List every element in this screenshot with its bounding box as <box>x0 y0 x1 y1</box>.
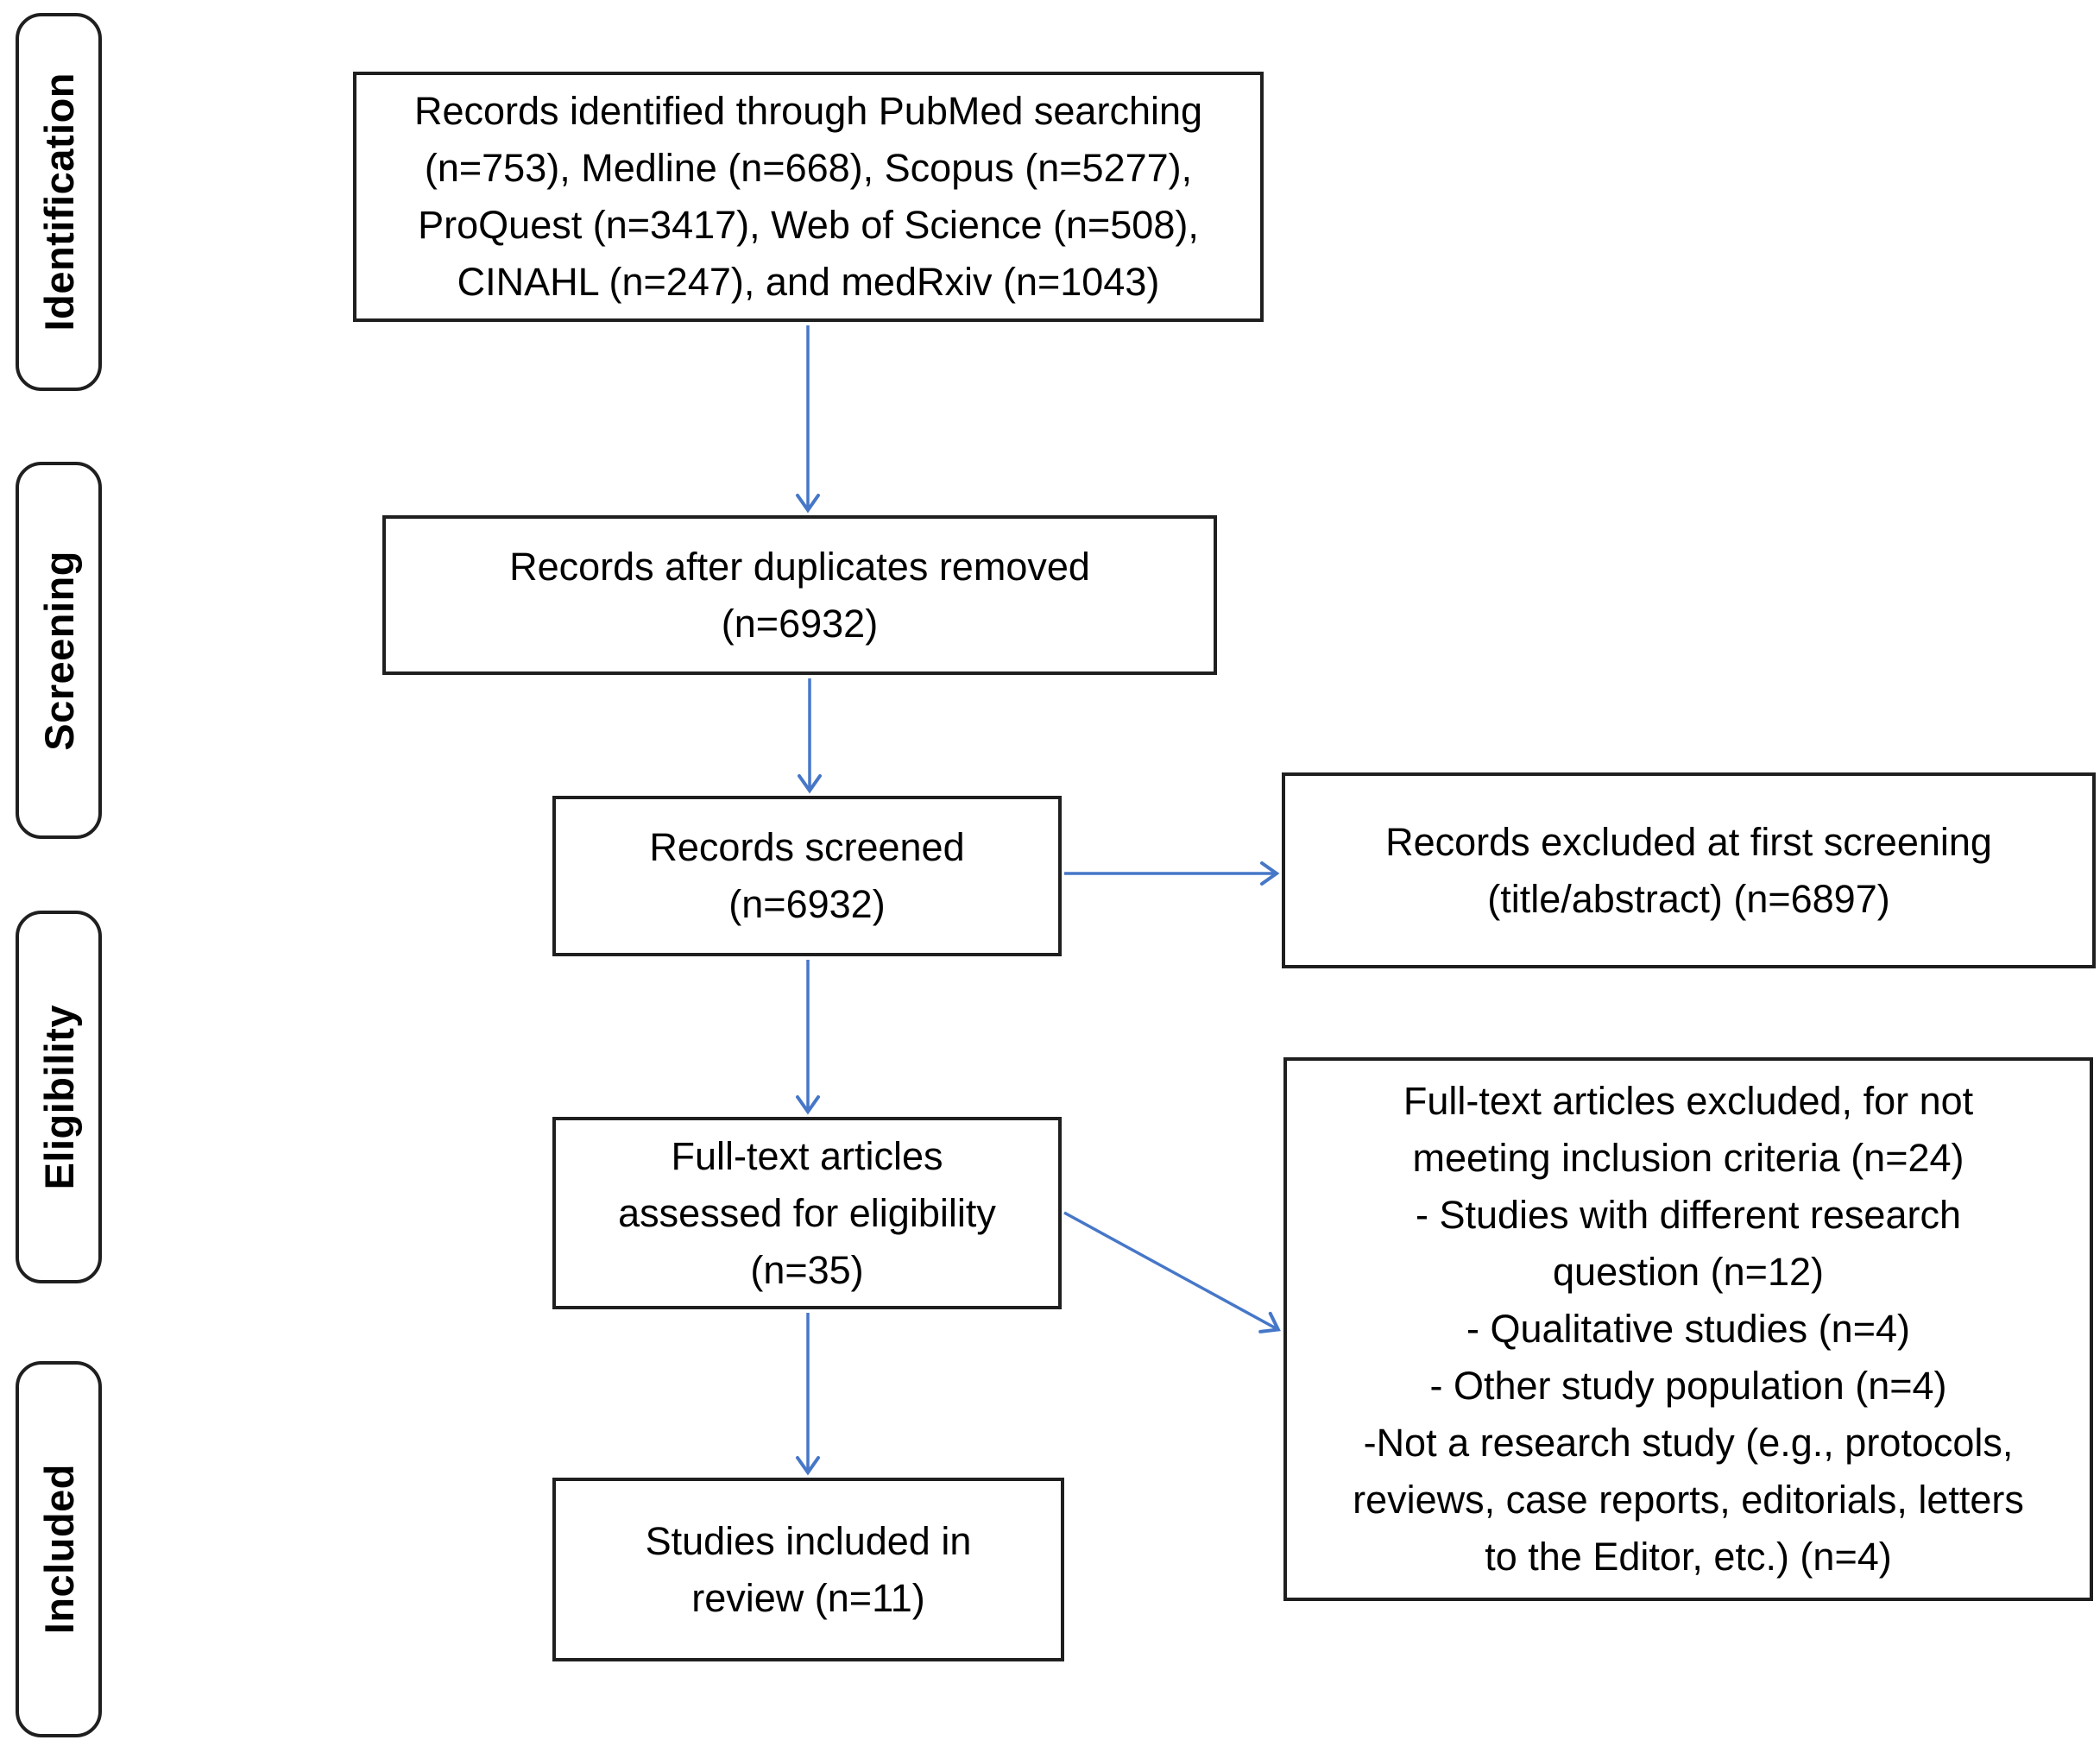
box-text-line: (n=6932) <box>721 601 879 646</box>
box-records-identified: Records identified through PubMed search… <box>353 72 1264 322</box>
box-text-line: CINAHL (n=247), and medRxiv (n=1043) <box>457 260 1160 304</box>
stage-label-identification: Identification <box>16 13 102 391</box>
box-text-line: Records screened <box>649 825 965 869</box>
box-text-line: - Studies with different research <box>1416 1193 1961 1237</box>
box-text-line: meeting inclusion criteria (n=24) <box>1412 1136 1964 1180</box>
box-text-line: ProQuest (n=3417), Web of Science (n=508… <box>418 203 1199 247</box>
box-fulltext-excluded: Full-text articles excluded, for not mee… <box>1283 1057 2093 1601</box>
box-duplicates-removed: Records after duplicates removed (n=6932… <box>382 515 1217 675</box>
box-text-line: Records identified through PubMed search… <box>413 89 1203 133</box>
box-text-line: question (n=12) <box>1553 1250 1824 1294</box>
arrow-fulltext-to-excluded <box>1063 1211 1281 1333</box>
box-text-line: (n=753), Medline (n=668), Scopus (n=5277… <box>424 146 1193 190</box>
box-text-line: -Not a research study (e.g., protocols, <box>1363 1421 2014 1465</box>
box-text-line: assessed for eligibility <box>618 1190 996 1235</box>
box-text-line: Full-text articles excluded, for not <box>1403 1079 1974 1123</box>
stage-label-text: Eligibility <box>35 1004 82 1190</box>
box-text-line: (n=6932) <box>728 882 886 926</box>
box-text-line: (title/abstract) (n=6897) <box>1487 876 1890 921</box>
stage-label-text: Identification <box>35 73 82 331</box>
box-text-line: to the Editor, etc.) (n=4) <box>1485 1535 1892 1579</box>
box-text-line: - Qualitative studies (n=4) <box>1466 1307 1910 1351</box>
box-fulltext-assessed: Full-text articles assessed for eligibil… <box>552 1117 1062 1309</box>
box-text-line: - Other study population (n=4) <box>1429 1364 1947 1408</box>
box-text-line: review (n=11) <box>691 1575 925 1620</box>
stage-label-screening: Screening <box>16 462 102 839</box>
box-text-line: reviews, case reports, editorials, lette… <box>1353 1478 2024 1522</box>
stage-label-included: Included <box>16 1361 102 1737</box>
stage-label-eligibility: Eligibility <box>16 911 102 1283</box>
box-studies-included: Studies included in review (n=11) <box>552 1478 1064 1661</box>
box-text-line: Records after duplicates removed <box>509 544 1090 589</box>
box-records-excluded-first-screening: Records excluded at first screening (tit… <box>1282 772 2096 968</box>
box-text-line: (n=35) <box>750 1247 864 1292</box>
stage-label-text: Included <box>35 1464 82 1635</box>
box-text-line: Studies included in <box>645 1518 972 1563</box>
box-records-screened: Records screened (n=6932) <box>552 796 1062 956</box>
stage-label-text: Screening <box>35 550 82 751</box>
box-text-line: Records excluded at first screening <box>1385 819 1992 864</box>
box-text-line: Full-text articles <box>671 1133 943 1178</box>
